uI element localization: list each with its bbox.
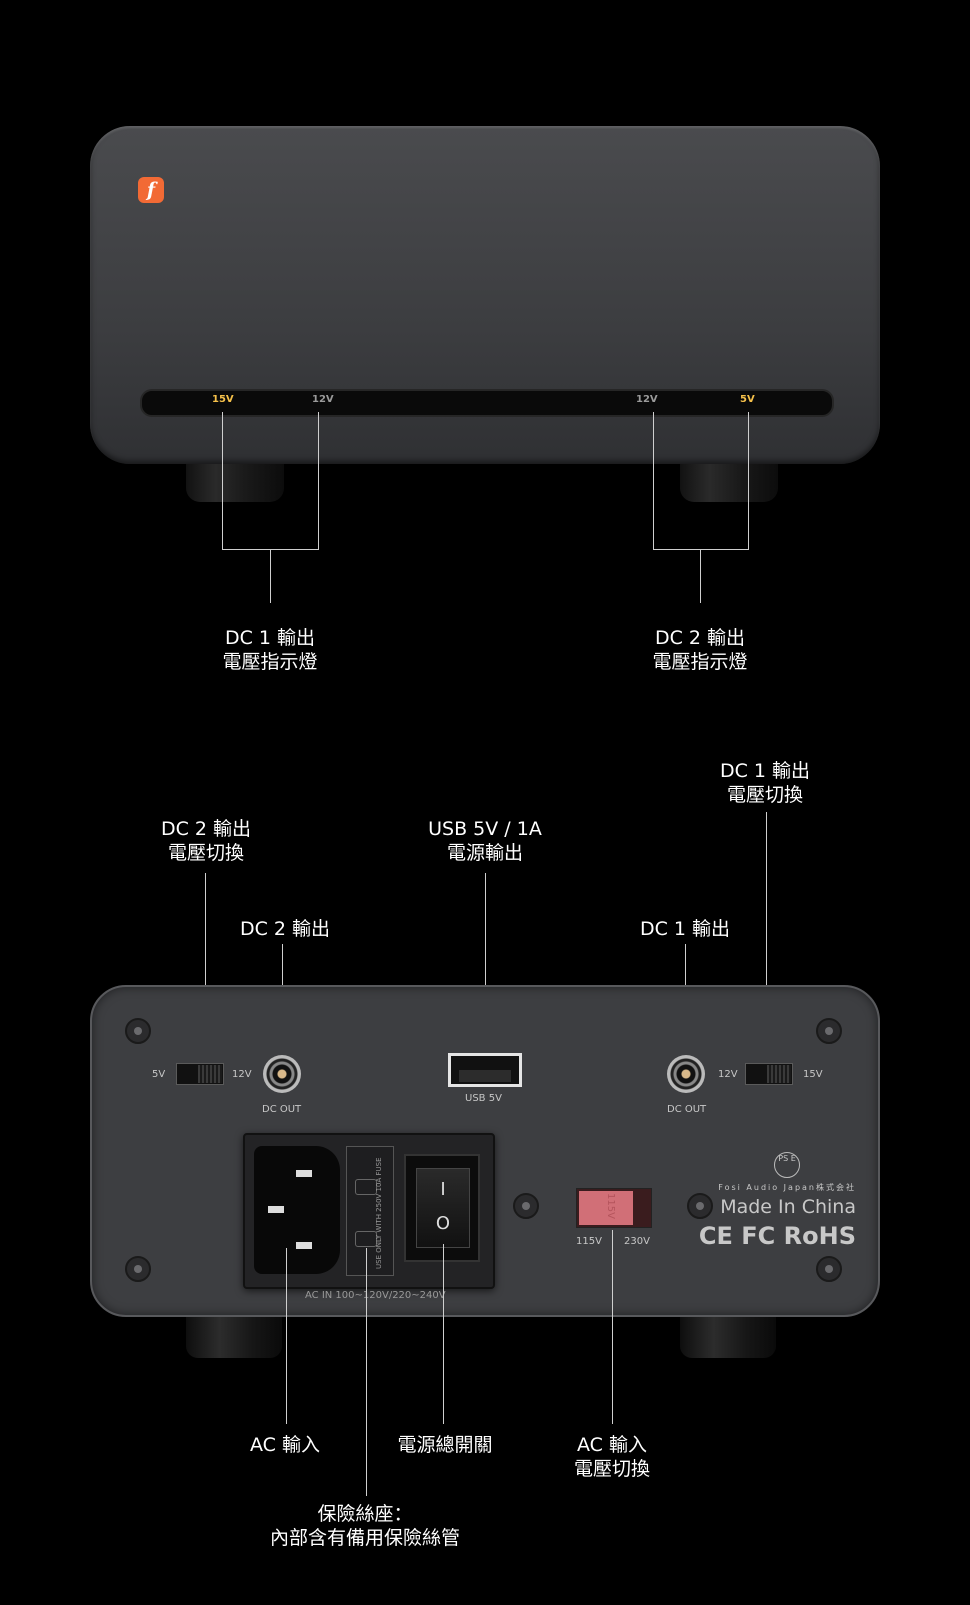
fuse-holder[interactable]: USE ONLY WITH 250V 10A FUSE	[346, 1146, 394, 1276]
switch-label-12v: 12V	[232, 1069, 252, 1080]
screw-icon	[816, 1018, 842, 1044]
made-in-label: Made In China	[720, 1196, 856, 1218]
fuse-warning-text: USE ONLY WITH 250V 10A FUSE	[375, 1157, 383, 1270]
dc1-voltage-switch[interactable]	[745, 1063, 793, 1085]
rocker-on-mark: I	[440, 1179, 446, 1200]
callout-fuse: 保險絲座：內部含有備用保險絲管	[269, 1503, 460, 1549]
leader-line	[766, 812, 767, 1064]
screw-icon	[816, 1256, 842, 1282]
leader-line	[286, 1248, 287, 1424]
dc1-output-jack[interactable]	[667, 1055, 705, 1093]
ac-switch-window: 115V	[605, 1193, 616, 1219]
screw-icon	[125, 1018, 151, 1044]
leader-line	[653, 412, 654, 550]
power-switch[interactable]: I O	[404, 1154, 480, 1262]
led-5v: 5V	[740, 394, 755, 405]
leader-line	[653, 549, 749, 550]
screw-icon	[513, 1193, 539, 1219]
callout-dc2-switch: DC 2 輸出電壓切換	[160, 818, 252, 864]
ac-inlet[interactable]	[254, 1146, 340, 1274]
dc-out-label: DC OUT	[262, 1104, 302, 1115]
leader-line	[700, 549, 701, 603]
leader-line	[485, 873, 486, 1053]
led-12v-dc2: 12V	[636, 394, 658, 405]
callout-dc1-out: DC 1 輸出	[639, 918, 731, 940]
leader-line	[318, 412, 319, 550]
leader-line	[222, 412, 223, 550]
leader-line	[270, 549, 271, 603]
switch-label-12v: 12V	[718, 1069, 738, 1080]
ac-230v-label: 230V	[624, 1236, 650, 1247]
brand-logo-icon: f	[138, 177, 164, 203]
leader-line	[443, 1244, 444, 1424]
dc-out-label: DC OUT	[667, 1104, 707, 1115]
callout-ac-voltage: AC 輸入電壓切換	[573, 1434, 650, 1480]
cert-marks-icon: CE FC RoHS	[698, 1222, 856, 1250]
rocker-off-mark: O	[435, 1213, 451, 1234]
screw-icon	[687, 1193, 713, 1219]
callout-dc1-switch: DC 1 輸出電壓切換	[719, 760, 811, 806]
leader-line	[748, 412, 749, 550]
callout-power-switch: 電源總開關	[397, 1434, 493, 1456]
dc2-output-jack[interactable]	[263, 1055, 301, 1093]
pse-icon: PS E	[774, 1152, 800, 1178]
back-right-foot	[680, 1312, 776, 1358]
back-left-foot	[186, 1312, 282, 1358]
ac-115v-label: 115V	[576, 1236, 602, 1247]
ac-in-rating: AC IN 100~120V/220~240V	[305, 1290, 446, 1301]
switch-label-15v: 15V	[803, 1069, 823, 1080]
usb-label: USB 5V	[465, 1093, 502, 1104]
dc2-voltage-switch[interactable]	[176, 1063, 224, 1085]
usb-port[interactable]	[448, 1053, 522, 1087]
callout-dc2-indicator: DC 2 輸出電壓指示燈	[652, 627, 748, 673]
indicator-strip	[140, 389, 834, 417]
ac-voltage-switch[interactable]: 115V	[576, 1188, 652, 1228]
callout-ac-in: AC 輸入	[250, 1434, 320, 1456]
led-15v: 15V	[212, 394, 234, 405]
leader-line	[612, 1230, 613, 1424]
switch-label-5v: 5V	[152, 1069, 166, 1080]
screw-icon	[125, 1256, 151, 1282]
callout-dc1-indicator: DC 1 輸出電壓指示燈	[222, 627, 318, 673]
leader-line	[205, 873, 206, 1063]
callout-dc2-out: DC 2 輸出	[239, 918, 331, 940]
company-label: Fosi Audio Japan株式会社	[718, 1183, 856, 1192]
leader-line	[366, 1248, 367, 1496]
led-12v-dc1: 12V	[312, 394, 334, 405]
